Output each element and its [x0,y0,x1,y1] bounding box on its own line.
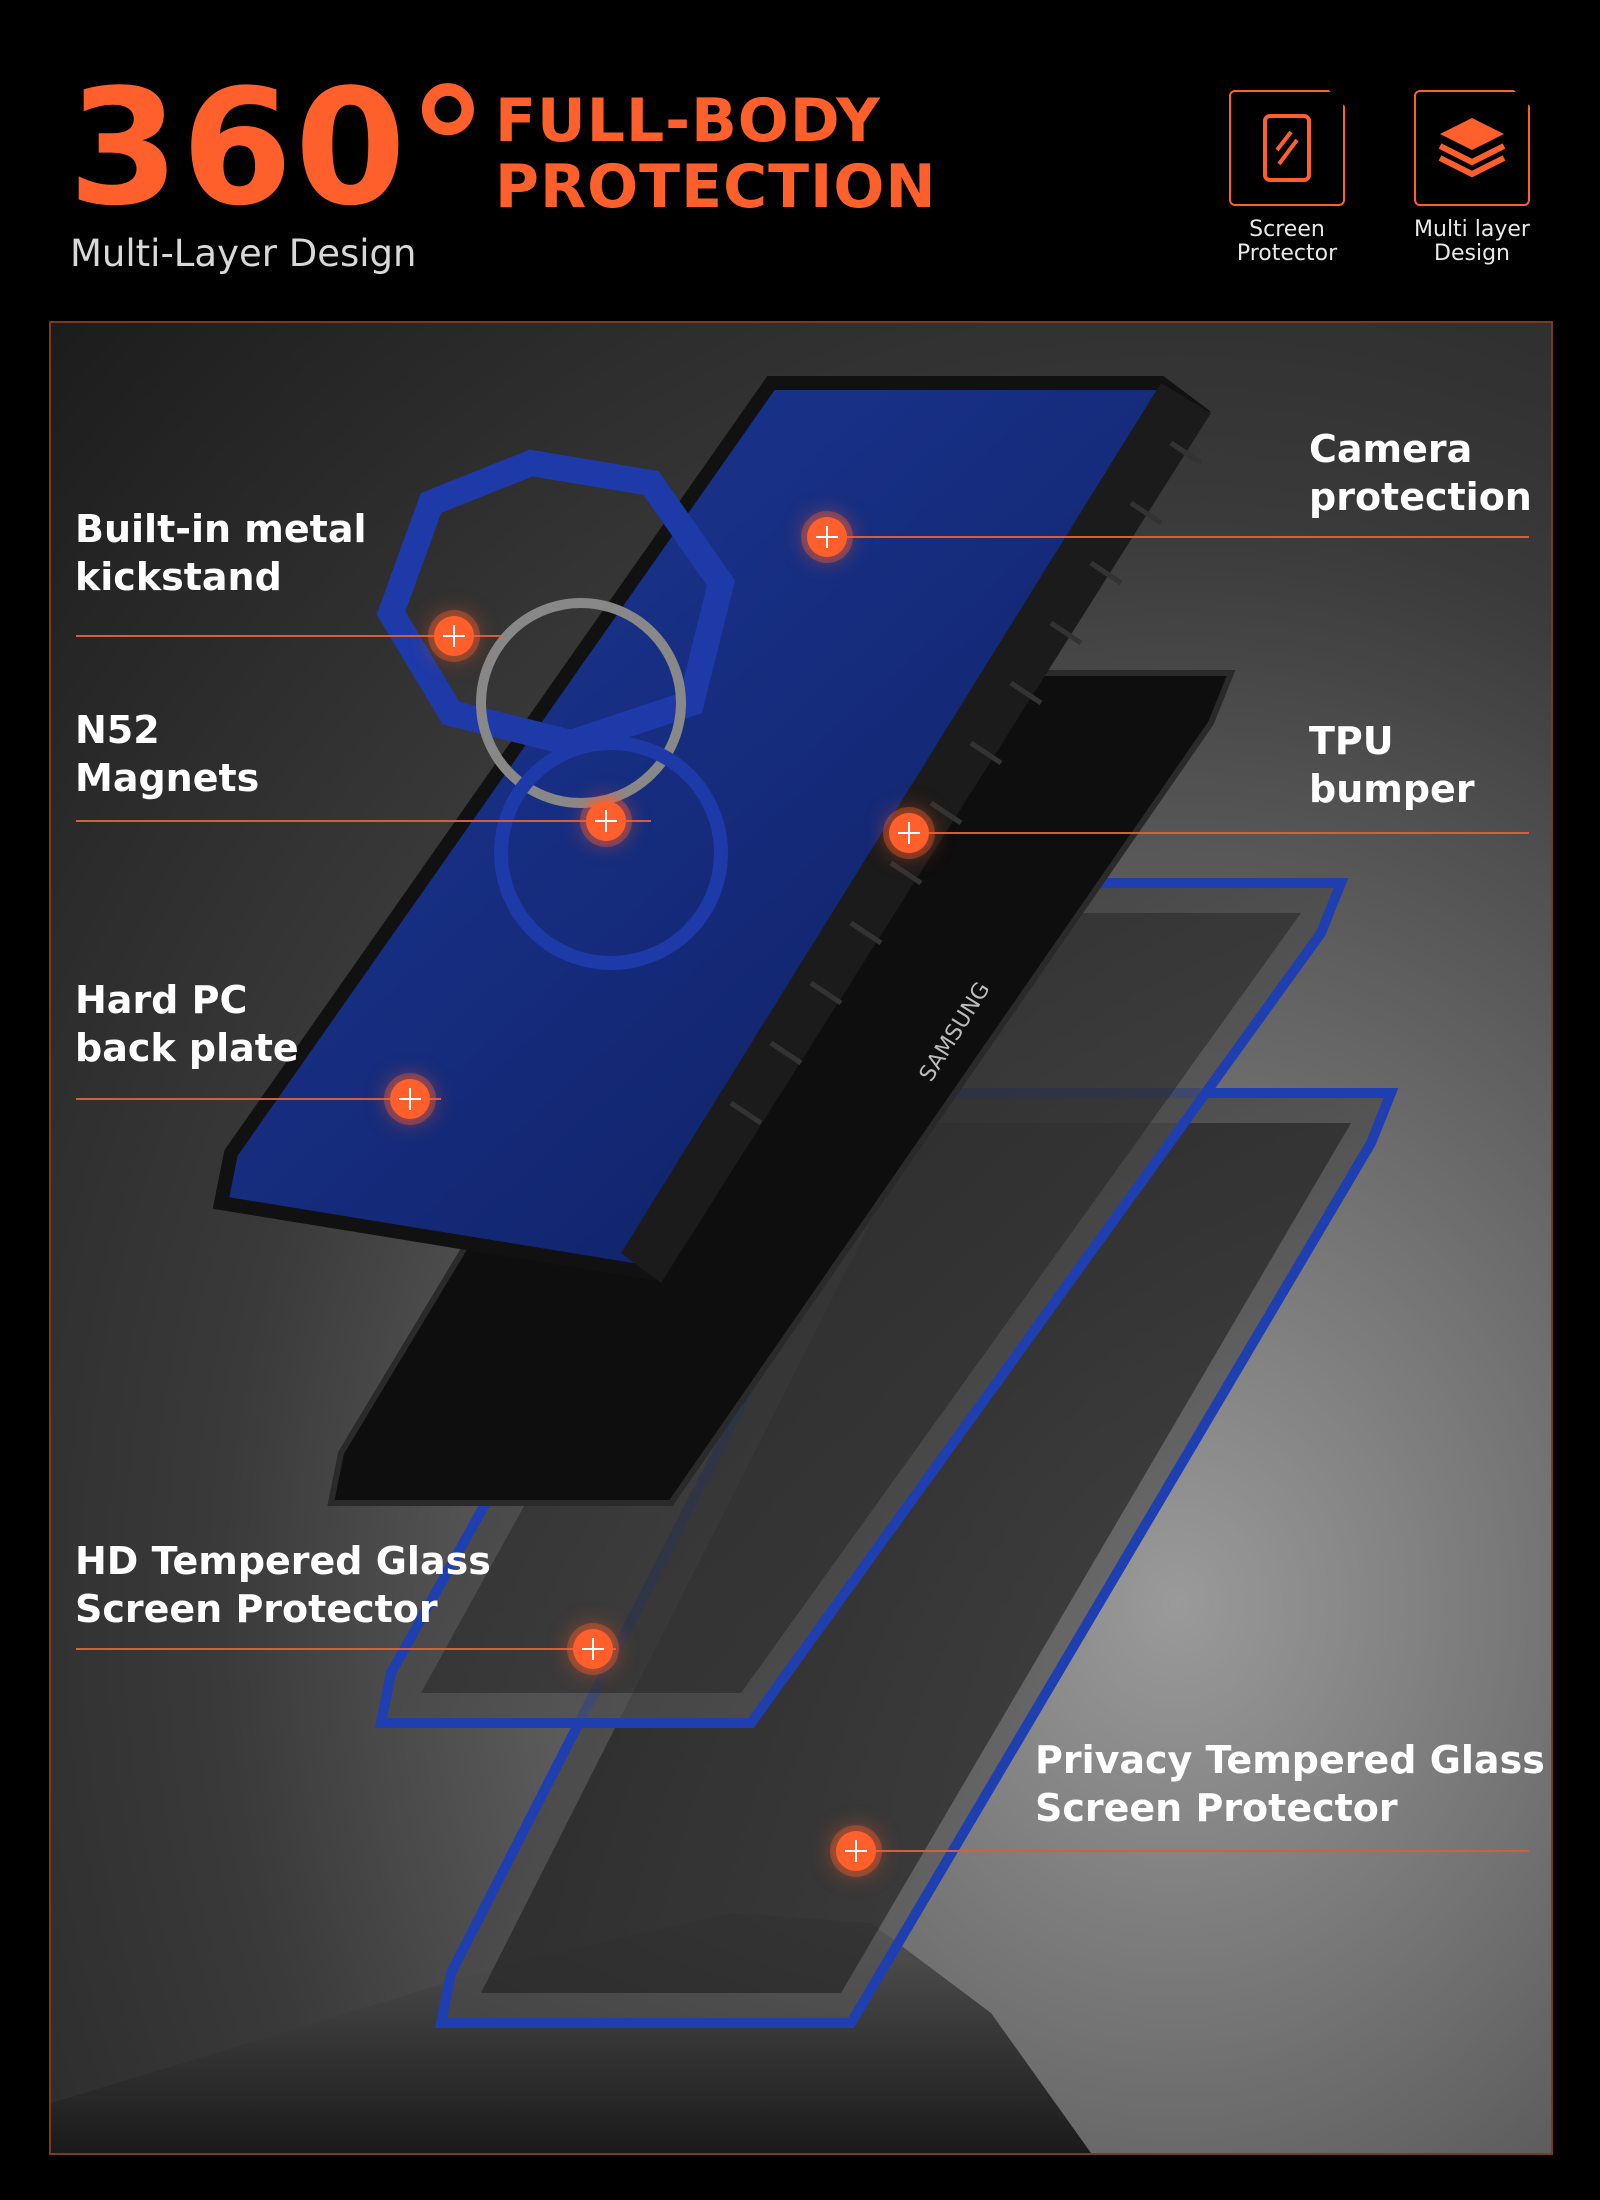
callout-camera: Camera protection [1309,427,1532,519]
header: 360° FULL-BODY PROTECTION Multi-Layer De… [0,0,1600,320]
callout-marker-privacy-glass [836,1831,876,1871]
callout-line [909,832,1529,834]
phone-case-illustration: SAMSUNG [51,376,1399,2153]
feature-label: Multi layer Design [1414,217,1530,266]
callout-hd-glass: HD Tempered Glass Screen Protector [75,1539,491,1631]
callout-line [76,1098,441,1100]
callout-marker-tpu [889,813,929,853]
callout-line [76,635,501,637]
feature-screen-protector: Screen Protector [1192,90,1382,266]
callout-tpu: TPU bumper [1309,719,1475,811]
callout-line [856,1850,1529,1852]
feature-multi-layer: Multi layer Design [1377,90,1567,266]
feature-label: Screen Protector [1236,217,1338,266]
exploded-view-panel: SAMSUNG [49,321,1553,2155]
kickstand-ring [376,449,736,757]
callout-marker-backplate [390,1079,430,1119]
callout-line [76,1648,616,1650]
callout-marker-camera [807,517,847,557]
subheading: Multi-Layer Design [70,232,417,275]
callout-marker-hd-glass [573,1629,613,1669]
screen-protector-icon [1229,90,1345,206]
callout-line [76,820,651,822]
callout-marker-magnets [586,801,626,841]
callout-marker-kickstand [434,616,474,656]
callout-kickstand: Built-in metal kickstand [75,507,367,599]
headline-line-1: FULL-BODY [495,86,881,156]
callout-magnets: N52 Magnets [75,708,260,800]
callout-line [827,536,1529,538]
layers-icon [1414,90,1530,206]
headline-line-2: PROTECTION [495,152,937,222]
magnet-ring [494,736,728,970]
degree-title: 360° [68,54,490,241]
headline: FULL-BODY PROTECTION [495,88,937,220]
callout-privacy-glass: Privacy Tempered Glass Screen Protector [1035,1738,1545,1830]
callout-backplate: Hard PC back plate [75,978,299,1070]
